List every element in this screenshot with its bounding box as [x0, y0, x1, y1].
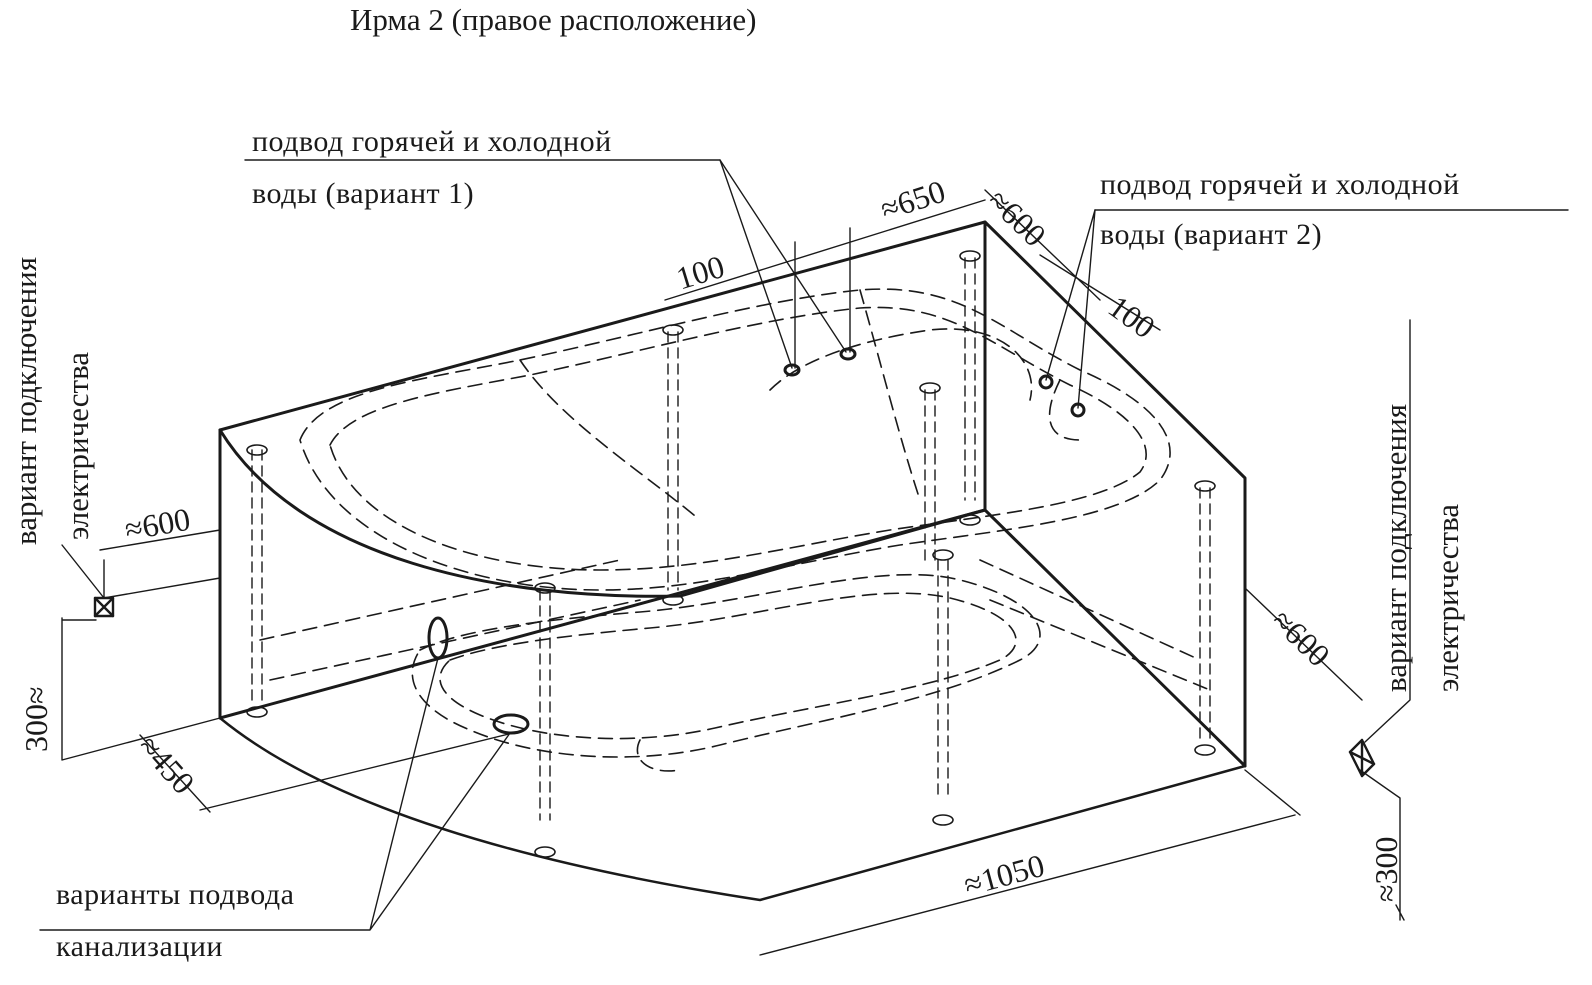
drain-label-line2: канализации	[56, 930, 223, 963]
water-supply-v2-label-line1: подвод горячей и холодной	[1100, 168, 1460, 201]
electric-boxes	[93, 596, 1376, 778]
water-supply-v1-label-line1: подвод горячей и холодной	[252, 125, 612, 158]
bowl-hidden-lines	[259, 288, 1211, 772]
drain-markers	[427, 616, 530, 735]
dim-300-left: 300≈	[18, 686, 54, 752]
page-title: Ирма 2 (правое расположение)	[350, 2, 757, 37]
leg-feet	[246, 250, 1216, 858]
electric-left-label-line1: вариант подключения	[8, 257, 43, 545]
dim-300-right: ≈300	[1368, 836, 1404, 902]
dimension-lines	[61, 189, 1405, 956]
electric-left-label-line2: электричества	[60, 351, 95, 540]
bathtub-outline	[218, 220, 1247, 902]
leader-lines	[39, 159, 1569, 931]
water-supply-v1-label-line2: воды (вариант 1)	[252, 177, 475, 210]
drain-label-line1: варианты подвода	[56, 878, 295, 911]
legs	[251, 257, 1211, 821]
electric-right-label-line2: электричества	[1430, 503, 1465, 692]
water-supply-v2-label-line2: воды (вариант 2)	[1100, 218, 1323, 251]
electric-right-label-line1: вариант подключения	[1378, 404, 1413, 692]
